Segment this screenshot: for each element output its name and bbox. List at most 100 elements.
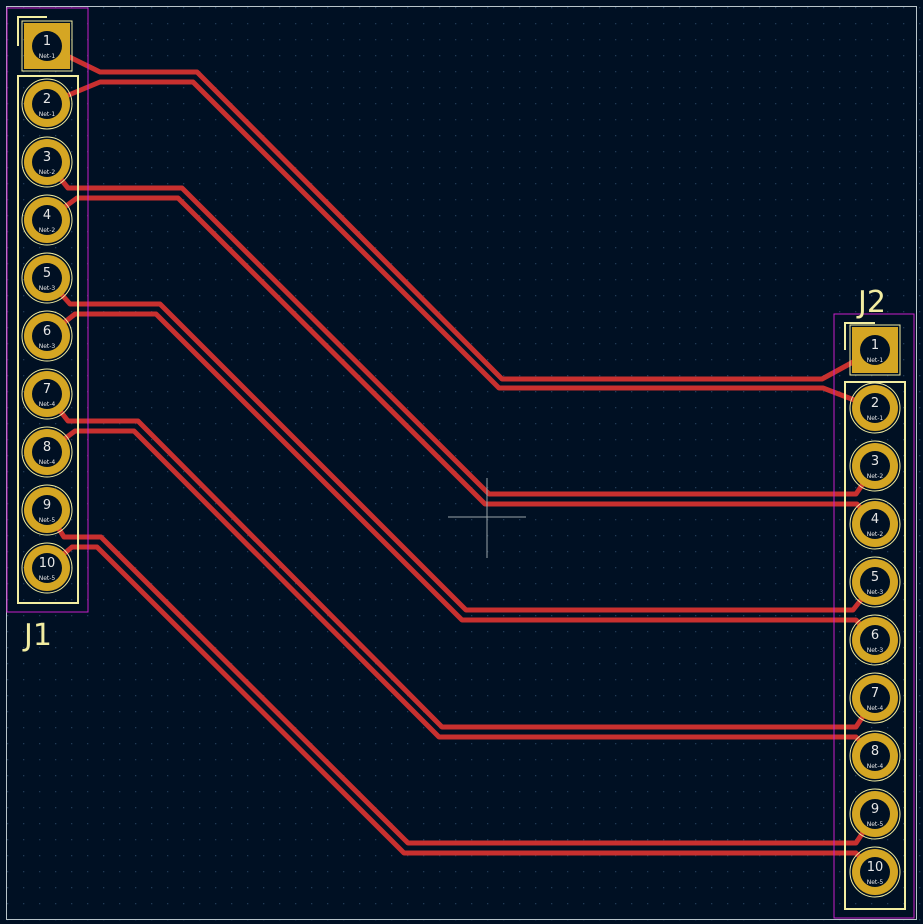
trace-net-2-a[interactable] [44,159,878,497]
j1-silkscreen-body [17,75,79,604]
pad-net-label: Net-5 [867,821,884,828]
pad-number-label: 7 [43,382,51,397]
pad-outline [21,310,73,362]
drill-hole [32,553,62,583]
pad-net-label: Net-2 [39,227,56,234]
pad-outline [849,788,901,840]
pad-net-label: Net-5 [867,879,884,886]
pad-net-label: Net-4 [39,401,56,408]
drill-hole [860,857,890,887]
pad-net-label: Net-3 [867,589,884,596]
drill-hole [32,89,62,119]
pad-number-label: 5 [43,266,51,281]
pad-net-label: Net-4 [867,763,884,770]
pad-outline [849,614,901,666]
pad-number-label: 10 [867,860,884,875]
drill-hole [860,509,890,539]
pad-number-label: 4 [871,512,879,527]
pad-number-label: 2 [43,92,51,107]
drill-hole [860,393,890,423]
pad-number-label: 6 [43,324,51,339]
drill-hole [860,799,890,829]
pad-outline [849,498,901,550]
trace-net-4-a[interactable] [44,391,878,730]
pad-number-label: 5 [871,570,879,585]
pad-net-label: Net-2 [39,169,56,176]
pad-number-label: 1 [43,34,51,49]
j2-courtyard [833,313,915,919]
pad-net-label: Net-1 [867,357,884,364]
pad-net-label: Net-3 [867,647,884,654]
pad-outline [21,426,73,478]
pad-number-label: 2 [871,396,879,411]
j2-pin1-marker [844,322,875,350]
drill-hole [860,683,890,713]
pad-outline [849,846,901,898]
pad-net-label: Net-2 [867,531,884,538]
pad-number-label: 3 [871,454,879,469]
pad-number-label: 9 [43,498,51,513]
trace-net-1-b[interactable] [44,79,878,411]
drill-hole [32,31,62,61]
pad-net-label: Net-1 [39,53,56,60]
pad-outline [849,730,901,782]
pad-net-label: Net-2 [867,473,884,480]
pad-outline [849,382,901,434]
pad-outline [21,194,73,246]
pad-net-label: Net-5 [39,517,56,524]
pad-outline [21,136,73,188]
drill-hole [860,567,890,597]
pad-outline [21,252,73,304]
drill-hole [860,625,890,655]
crosshair-cursor [448,478,526,558]
drill-hole [860,335,890,365]
drill-hole [860,451,890,481]
pad-net-label: Net-4 [39,459,56,466]
pad-number-label: 4 [43,208,51,223]
pad-net-label: Net-3 [39,285,56,292]
pad-number-label: 8 [43,440,51,455]
j2-silkscreen-body [844,381,906,910]
pad-number-label: 3 [43,150,51,165]
j1-courtyard [6,7,89,613]
pad-number-label: 9 [871,802,879,817]
pad-outline [849,556,901,608]
pad-outline [849,672,901,724]
drill-hole [32,147,62,177]
pad-outline [21,368,73,420]
trace-net-3-a[interactable] [44,275,878,613]
trace-net-1-a[interactable] [44,43,878,382]
drill-hole [32,263,62,293]
j2-reference-label: J2 [856,285,886,320]
pad-net-label: Net-1 [39,111,56,118]
j1-pads: 1Net-12Net-13Net-24Net-25Net-36Net-37Net… [21,20,73,594]
drill-hole [860,741,890,771]
pad-outline [21,20,73,72]
pad-outline [21,484,73,536]
pad-net-label: Net-5 [39,575,56,582]
trace-net-5-a[interactable] [44,507,878,846]
pad-outline [21,542,73,594]
